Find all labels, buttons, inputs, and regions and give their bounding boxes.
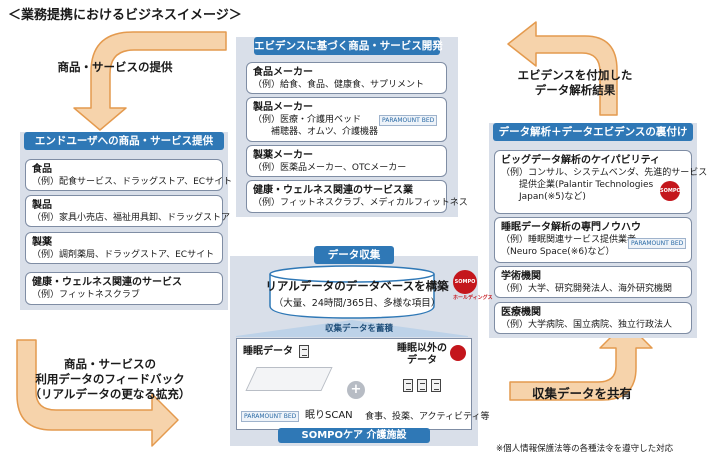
other-data-label: 睡眠以外の データ (397, 343, 447, 366)
plus-icon: + (347, 381, 365, 399)
arrow-label-share: 収集データを共有 (531, 386, 632, 401)
sompo-logo: SOMPO (660, 181, 681, 201)
left-panel: エンドユーザへの商品・サービス提供 食品 （例）配食サービス、ドラッグストア、E… (20, 132, 232, 310)
card-food: 食品 （例）配食サービス、ドラッグストア、ECサイト (25, 159, 232, 191)
center-top-panel: エビデンスに基づく商品・サービス開発 食品メーカー （例）給食、食品、健康食、サ… (236, 37, 468, 217)
document-icon (417, 379, 427, 392)
data-collection-header: データ収集 (314, 246, 394, 264)
arrow-label-provide: 商品・サービスの提供 (57, 60, 173, 74)
db-subtitle: （大量、24時間/365日、多様な項目） (273, 298, 441, 309)
paramount-bed-logo: PARAMOUNT BED (241, 411, 300, 422)
footnote: ※個人情報保護法等の各種法令を遵守した対応 (496, 444, 674, 454)
card-sleep-analysis: 睡眠データ解析の専門ノウハウ （例）睡眠関連サービス提供業者 （Neuro Sp… (494, 217, 692, 263)
left-header: エンドユーザへの商品・サービス提供 (24, 132, 224, 150)
card-pharma: 製薬 （例）調剤薬局、ドラッグストア、ECサイト (25, 232, 223, 264)
accumulate-band (236, 320, 468, 336)
sleep-data-label: 睡眠データ (243, 346, 293, 357)
document-icon (431, 379, 441, 392)
sensor-name: 眠りSCAN (305, 410, 353, 421)
right-panel: データ解析＋データエビデンスの裏付け ビッグデータ解析のケイパビリティ （例）コ… (489, 123, 707, 338)
card-medical: 医療機関 （例）大学病院、国立病院、独立行政法人 (494, 302, 692, 334)
card-academic: 学術機関 （例）大学、研究開発法人、海外研究機関 (494, 266, 692, 298)
database-graphic (236, 265, 468, 337)
paramount-bed-logo: PARAMOUNT BED (379, 115, 438, 126)
facility-box: 睡眠データ PARAMOUNT BED 眠りSCAN + 睡眠以外の データ 食… (236, 338, 489, 430)
card-bigdata: ビッグデータ解析のケイパビリティ （例）コンサル、システムベンダ、先進的サービス… (494, 150, 707, 214)
database-icon (269, 274, 435, 319)
card-pharma-maker: 製薬メーカー （例）医薬品メーカー、OTCメーカー (246, 145, 447, 177)
card-wellness-service: 健康・ウェルネス関連のサービス業 （例）フィットネスクラブ、メディカルフィットネ… (246, 180, 468, 213)
arrow-label-evidence: エビデンスを付加した データ解析結果 (517, 68, 633, 97)
arrow-provide (73, 31, 227, 131)
other-data-examples: 食事、投薬、アクティビティ等 (365, 412, 490, 422)
paramount-bed-logo: PARAMOUNT BED (628, 238, 687, 249)
card-product: 製品 （例）家具小売店、福祉用具卸、ドラッグストア (25, 195, 230, 227)
accumulate-label: 収集データを蓄積 (324, 324, 393, 334)
card-product-maker: 製品メーカー （例）医療・介護用ベッド 補聴器、オムツ、介護機器 PARAMOU… (246, 97, 447, 142)
sleep-sensor-mat (245, 367, 333, 391)
sompo-holdings-logo: SOMPO ホールディングス (453, 270, 493, 301)
card-food-maker: 食品メーカー （例）給食、食品、健康食、サプリメント (246, 62, 447, 94)
arrow-feedback (16, 339, 179, 447)
document-icon (299, 345, 309, 358)
facility-footer: SOMPOケア 介護施設 (278, 428, 430, 443)
arrow-label-feedback: 商品・サービスの 利用データのフィードバック （リアルデータの更なる拡充） (29, 357, 191, 401)
right-header: データ解析＋データエビデンスの裏付け (493, 123, 693, 141)
db-title: リアルデータのデータベースを構築 (265, 279, 449, 293)
document-icon (403, 379, 413, 392)
page-title: ＜業務提携におけるビジネスイメージ＞ (8, 8, 242, 23)
card-wellness: 健康・ウェルネス関連のサービス （例）フィットネスクラブ (25, 272, 223, 305)
center-top-header: エビデンスに基づく商品・サービス開発 (254, 37, 443, 55)
sompo-mark-icon (450, 345, 466, 361)
arrow-evidence (507, 21, 618, 116)
